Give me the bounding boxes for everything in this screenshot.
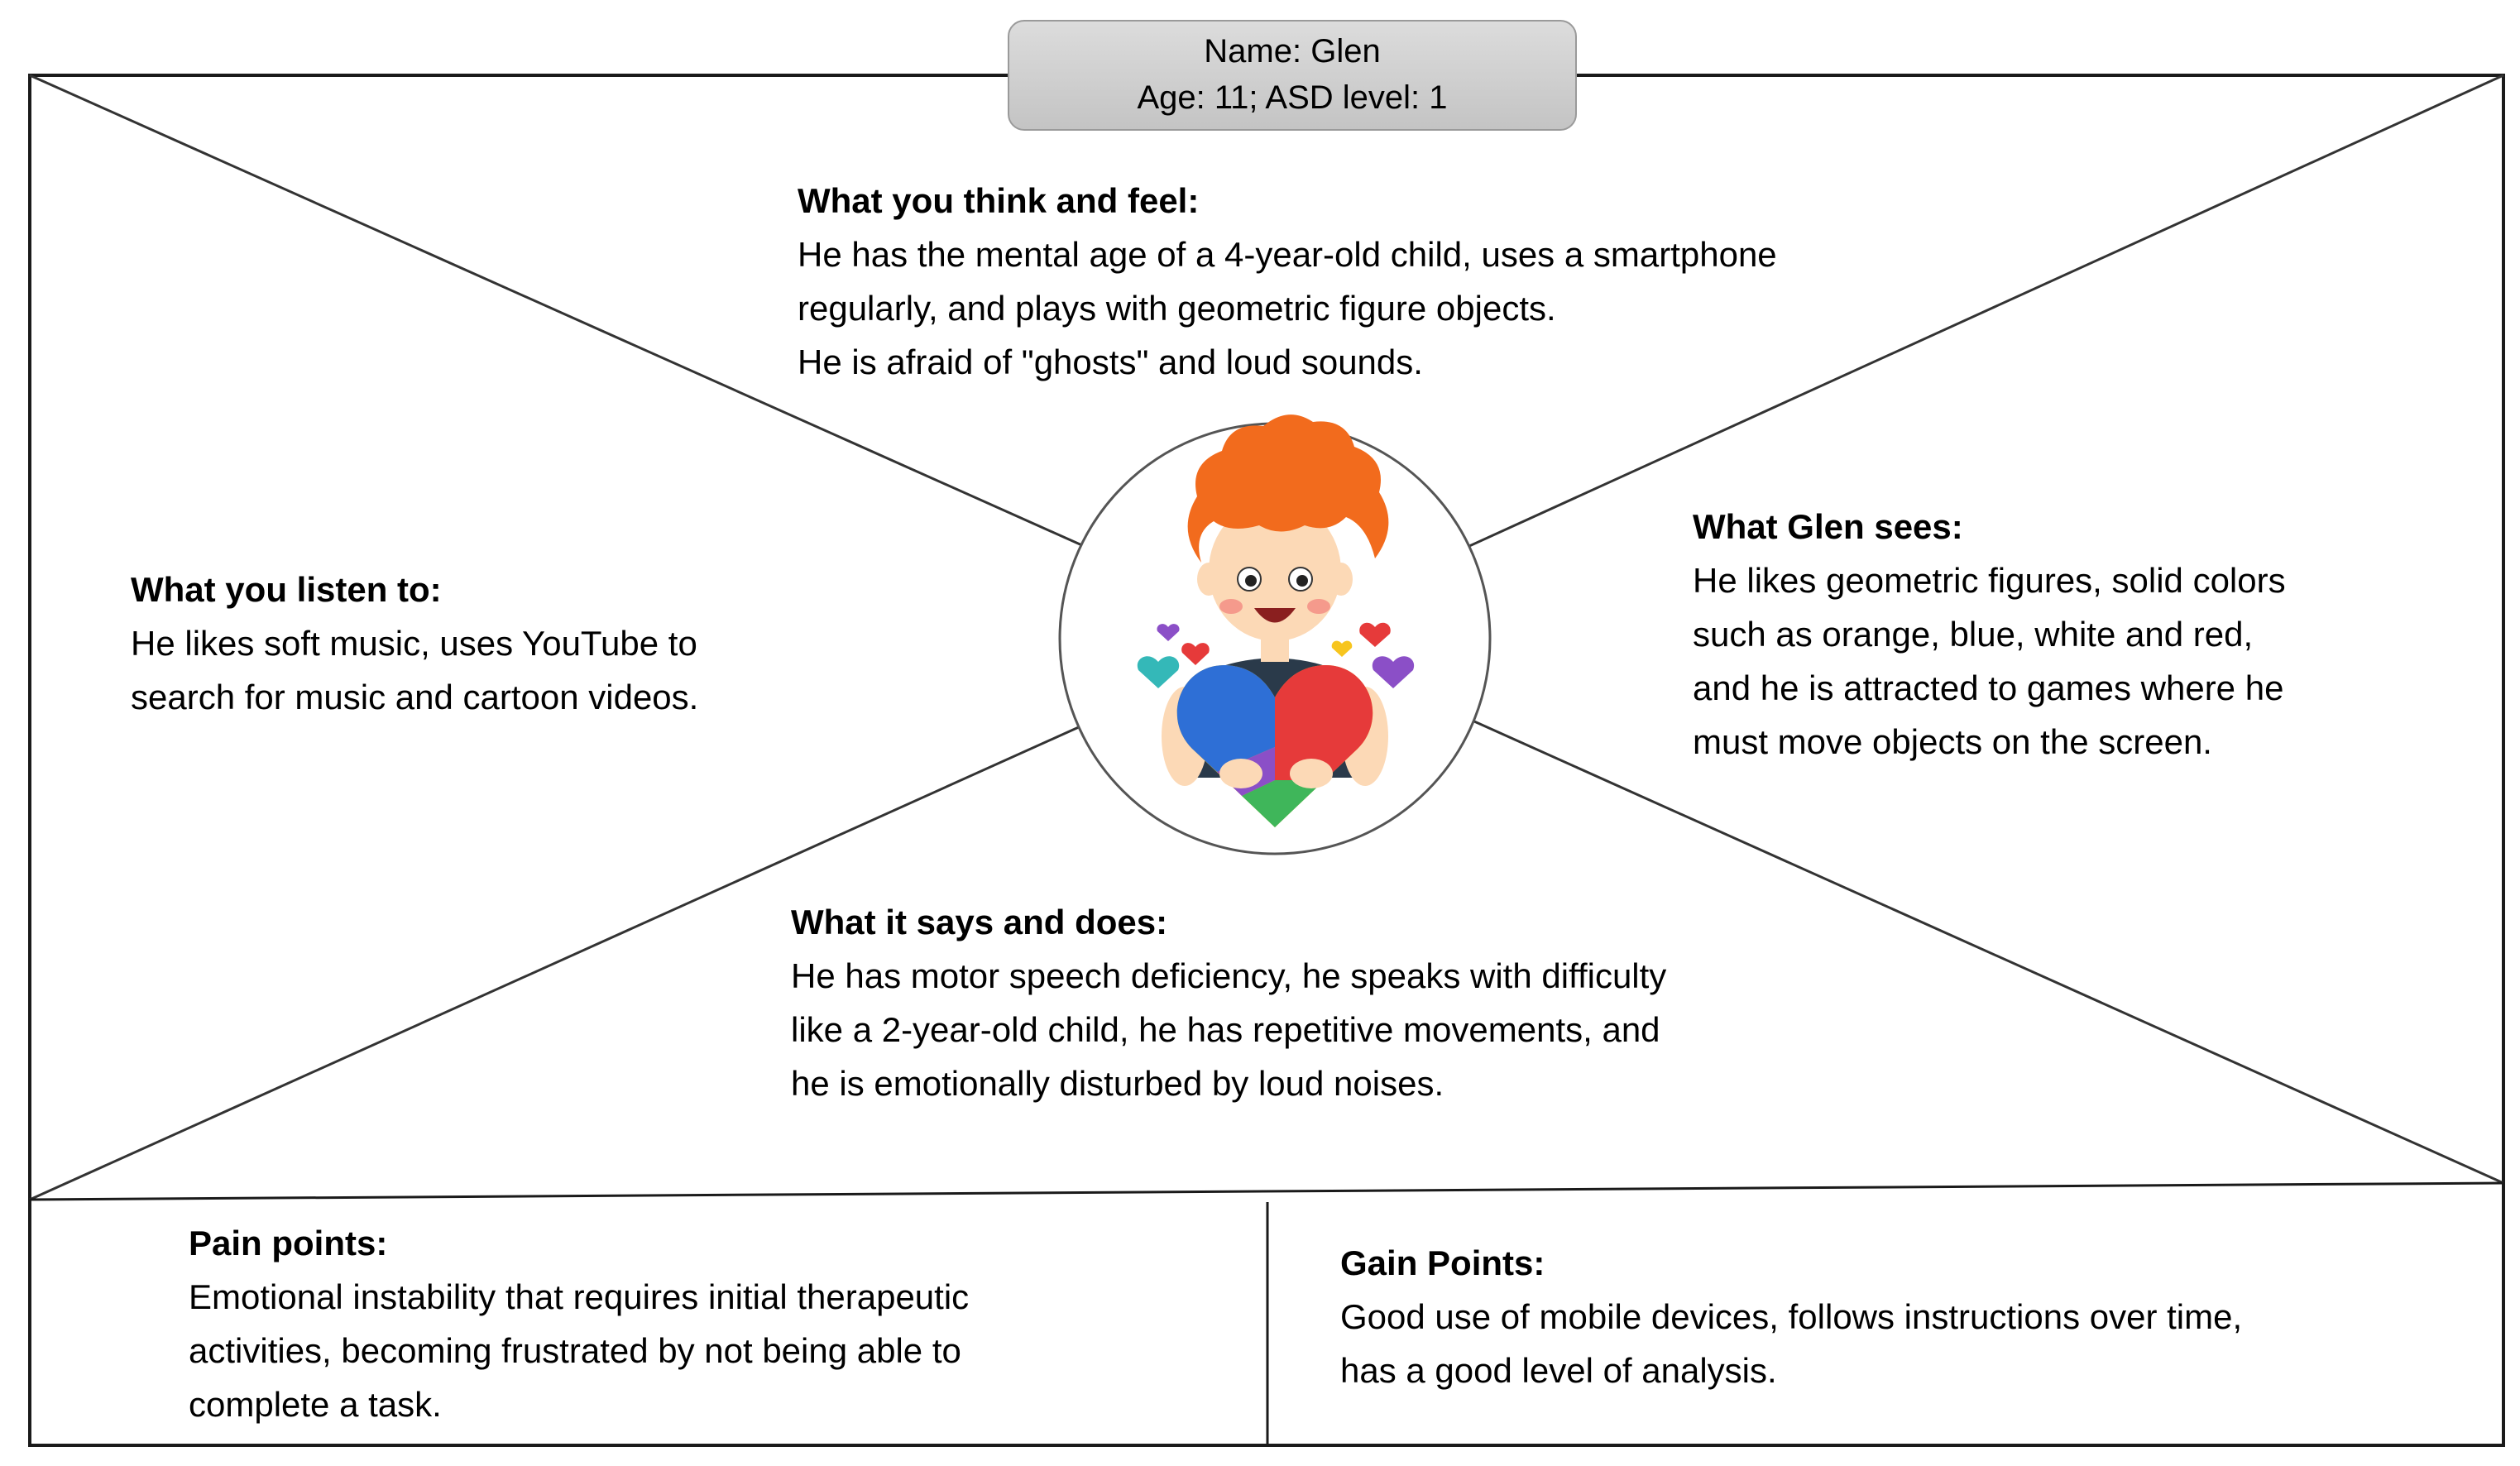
child-ear-right: [1329, 563, 1353, 596]
gain-points-section: Gain Points: Good use of mobile devices,…: [1340, 1236, 2242, 1397]
child-illustration: [1058, 414, 1492, 855]
persona-name: Name: Glen: [1204, 33, 1381, 69]
says-does-line: he is emotionally disturbed by loud nois…: [791, 1064, 1444, 1103]
child-hand-left: [1219, 759, 1262, 788]
think-feel-heading: What you think and feel:: [798, 181, 1200, 220]
child-cheek-right: [1307, 599, 1330, 614]
sees-line: such as orange, blue, white and red,: [1693, 615, 2254, 654]
gain-points-line: has a good level of analysis.: [1340, 1351, 1777, 1390]
heart-icon: [1181, 643, 1210, 665]
pain-points-section: Pain points: Emotional instability that …: [189, 1216, 969, 1431]
child-hair: [1187, 414, 1389, 563]
listen-line: search for music and cartoon videos.: [131, 678, 699, 716]
pain-points-line: Emotional instability that requires init…: [189, 1277, 970, 1316]
sees-heading: What Glen sees:: [1693, 507, 1963, 546]
puzzle-piece-red: [1275, 665, 1373, 780]
listen-heading: What you listen to:: [131, 570, 442, 609]
gain-points-heading: Gain Points:: [1340, 1243, 1545, 1282]
sees-line: must move objects on the screen.: [1693, 722, 2212, 761]
diagonal-top-left: [29, 74, 1085, 548]
heart-icon: [1157, 624, 1180, 641]
diagonal-top-right: [1468, 74, 2504, 548]
heart-icon: [1359, 622, 1391, 647]
pain-points-line: activities, becoming frustrated by not b…: [189, 1331, 961, 1370]
heart-icon: [1137, 656, 1180, 688]
diagonal-bottom-left: [29, 725, 1081, 1201]
diagonal-bottom-right: [1473, 720, 2504, 1185]
pain-points-line: complete a task.: [189, 1385, 442, 1424]
persona-age-level: Age: 11; ASD level: 1: [1137, 79, 1448, 116]
sees-line: He likes geometric figures, solid colors: [1693, 561, 2286, 600]
persona-name-box: Name: Glen Age: 11; ASD level: 1: [1008, 20, 1577, 131]
gain-points-line: Good use of mobile devices, follows inst…: [1340, 1297, 2243, 1336]
heart-icon: [1372, 656, 1415, 688]
think-feel-section: What you think and feel: He has the ment…: [798, 174, 1777, 389]
think-feel-line: regularly, and plays with geometric figu…: [798, 289, 1556, 328]
says-does-line: He has motor speech deficiency, he speak…: [791, 956, 1667, 995]
heart-icon: [1331, 640, 1353, 657]
puzzle-piece-green: [1242, 780, 1325, 827]
puzzle-piece-blue: [1176, 665, 1275, 772]
pain-points-heading: Pain points:: [189, 1224, 388, 1262]
bottom-divider: [29, 1181, 2504, 1201]
sees-section: What Glen sees: He likes geometric figur…: [1693, 500, 2286, 769]
child-mouth: [1254, 608, 1296, 623]
listen-line: He likes soft music, uses YouTube to: [131, 624, 697, 663]
child-cheek-left: [1219, 599, 1243, 614]
sees-line: and he is attracted to games where he: [1693, 668, 2284, 707]
says-does-section: What it says and does: He has motor spee…: [791, 895, 1666, 1110]
think-feel-line: He has the mental age of a 4-year-old ch…: [798, 235, 1777, 274]
says-does-heading: What it says and does:: [791, 903, 1168, 941]
think-feel-line: He is afraid of "ghosts" and loud sounds…: [798, 343, 1423, 381]
child-ear-left: [1197, 563, 1220, 596]
says-does-line: like a 2-year-old child, he has repetiti…: [791, 1010, 1660, 1049]
child-hand-right: [1290, 759, 1333, 788]
listen-section: What you listen to: He likes soft music,…: [131, 563, 698, 724]
